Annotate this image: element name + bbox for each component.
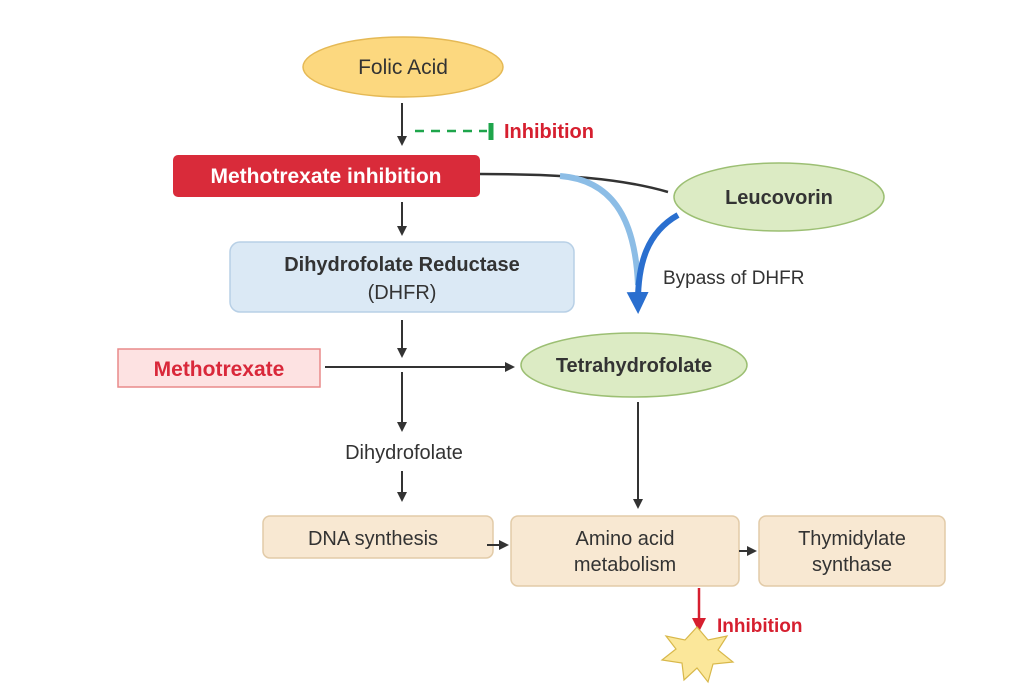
dhfr-node: Dihydrofolate Reductase (DHFR) [229, 241, 575, 313]
tetrahydrofolate-label: Tetrahydrofolate [556, 355, 712, 377]
amino-acid-metabolism-node: Amino acid metabolism [510, 515, 740, 587]
amino-acid-label-line2: metabolism [574, 554, 676, 576]
connector-inhibition-to-leucovorin [479, 172, 669, 194]
dna-synthesis-node: DNA synthesis [262, 515, 494, 559]
methotrexate-inhibition-label: Methotrexate inhibition [211, 165, 442, 188]
inhibition-top-label: Inhibition [504, 121, 594, 143]
dhfr-label-line1: Dihydrofolate Reductase [284, 254, 520, 276]
dihydrofolate-label: Dihydrofolate [345, 442, 463, 464]
tetrahydrofolate-node: Tetrahydrofolate [520, 332, 748, 398]
bypass-arrow [626, 212, 680, 314]
light-blue-bypass-curve [559, 173, 641, 286]
folic-acid-label: Folic Acid [358, 56, 448, 79]
thymidylate-label-line2: synthase [812, 554, 892, 576]
leucovorin-node: Leucovorin [673, 162, 885, 232]
thymidylate-synthase-node: Thymidylate synthase [758, 515, 946, 587]
methotrexate-inhibition-node: Methotrexate inhibition [173, 155, 480, 197]
methotrexate-label: Methotrexate [154, 358, 285, 381]
inhibition-top-indicator: Inhibition [415, 121, 594, 143]
amino-acid-label-line1: Amino acid [576, 528, 675, 550]
dhfr-label-line2: (DHFR) [368, 282, 437, 304]
leucovorin-label: Leucovorin [725, 187, 833, 209]
folic-acid-node: Folic Acid [302, 36, 504, 98]
thymidylate-label-line1: Thymidylate [798, 528, 906, 550]
inhibition-star-icon [660, 626, 735, 684]
methotrexate-node: Methotrexate [117, 348, 321, 388]
bypass-label: Bypass of DHFR [663, 268, 804, 289]
inhibition-bottom-label: Inhibition [717, 616, 802, 637]
dna-synthesis-label: DNA synthesis [308, 528, 438, 550]
